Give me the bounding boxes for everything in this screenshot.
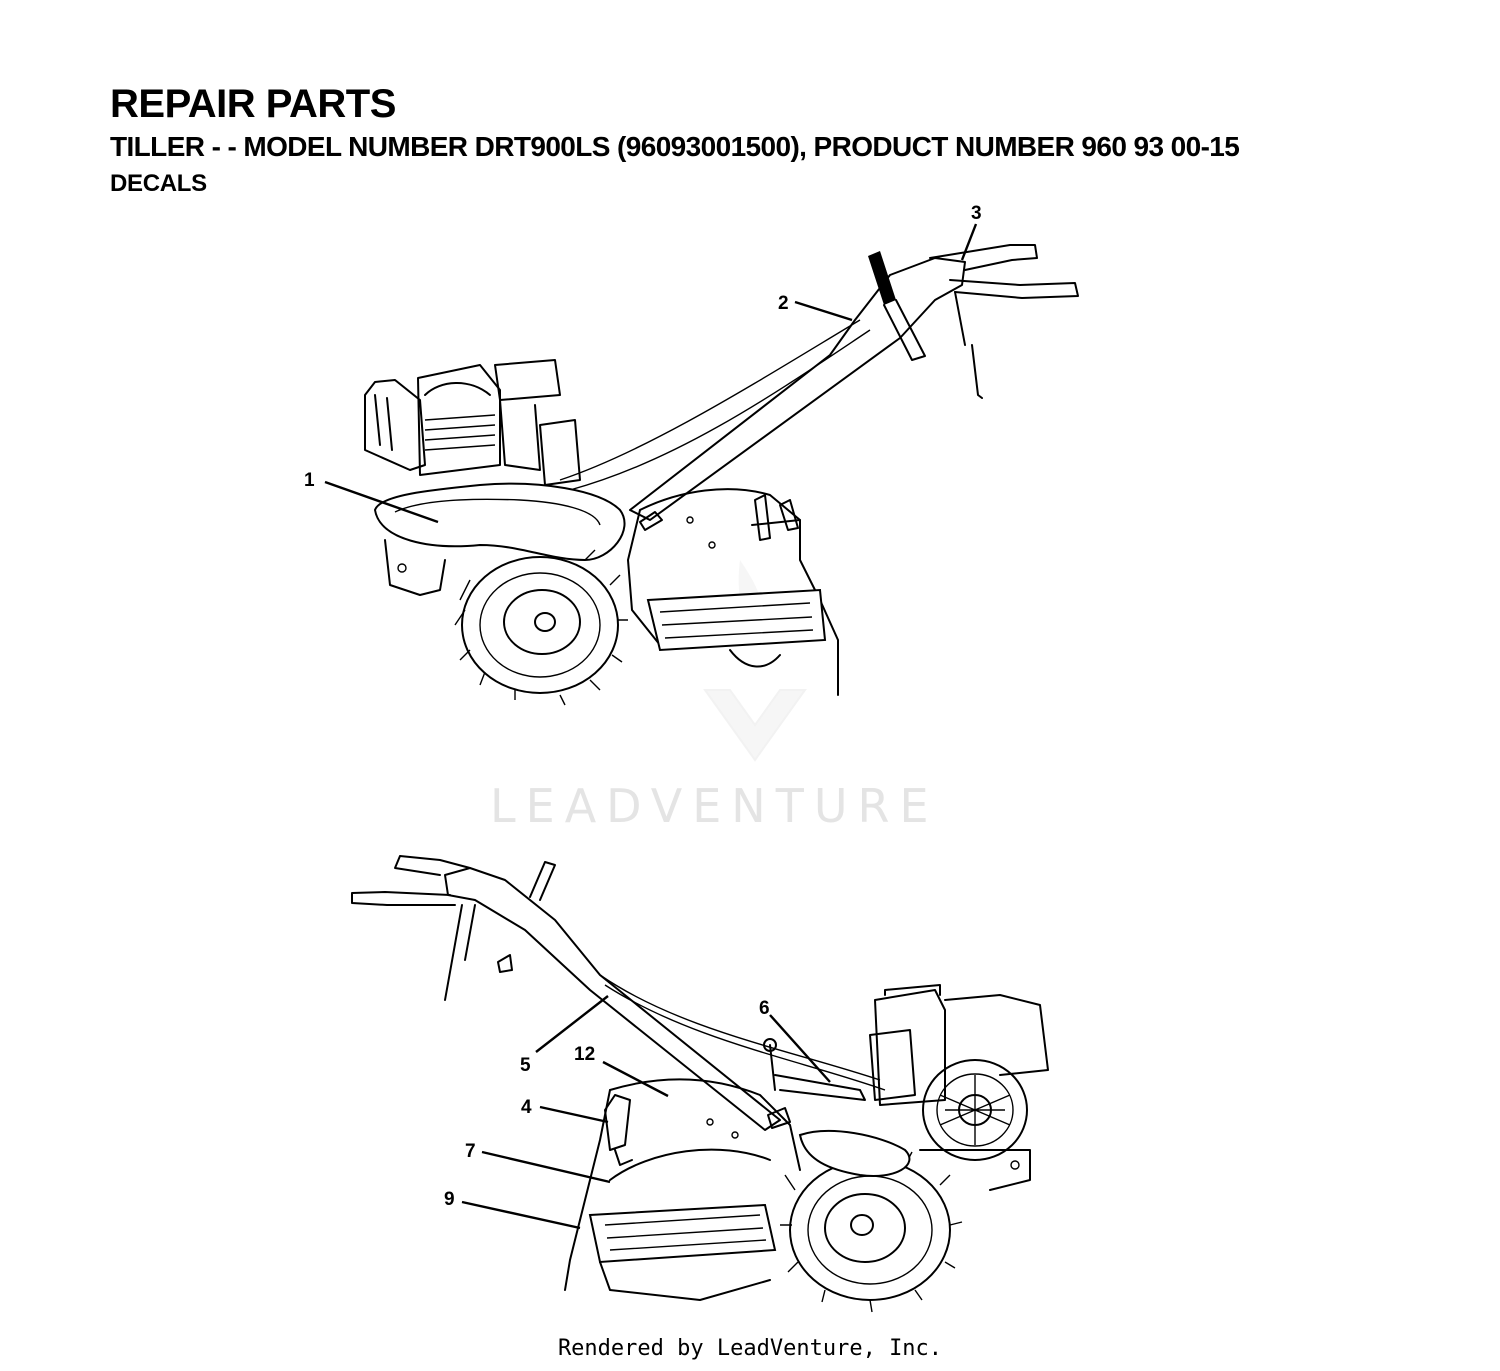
callout-12: 12: [574, 1044, 595, 1065]
tiller-view-top: [364, 244, 1079, 706]
page-title: REPAIR PARTS: [110, 82, 396, 126]
callout-7: 7: [465, 1141, 476, 1162]
callout-2: 2: [778, 293, 789, 314]
model-subtitle: TILLER - - MODEL NUMBER DRT900LS (960930…: [110, 131, 1240, 162]
callout-4: 4: [521, 1097, 532, 1118]
callout-3: 3: [971, 203, 982, 224]
callout-6: 6: [759, 998, 770, 1019]
leadventure-watermark-logo: [703, 560, 807, 762]
callout-1: 1: [304, 470, 315, 491]
footer-credit: Rendered by LeadVenture, Inc.: [557, 1336, 943, 1361]
watermark-text: LEADVENTURE: [490, 779, 939, 833]
callout-leaders: [324, 223, 978, 1230]
tiller-view-bottom: [351, 855, 1049, 1313]
section-heading: DECALS: [110, 170, 207, 197]
callout-5: 5: [520, 1055, 531, 1076]
callout-9: 9: [444, 1189, 455, 1210]
